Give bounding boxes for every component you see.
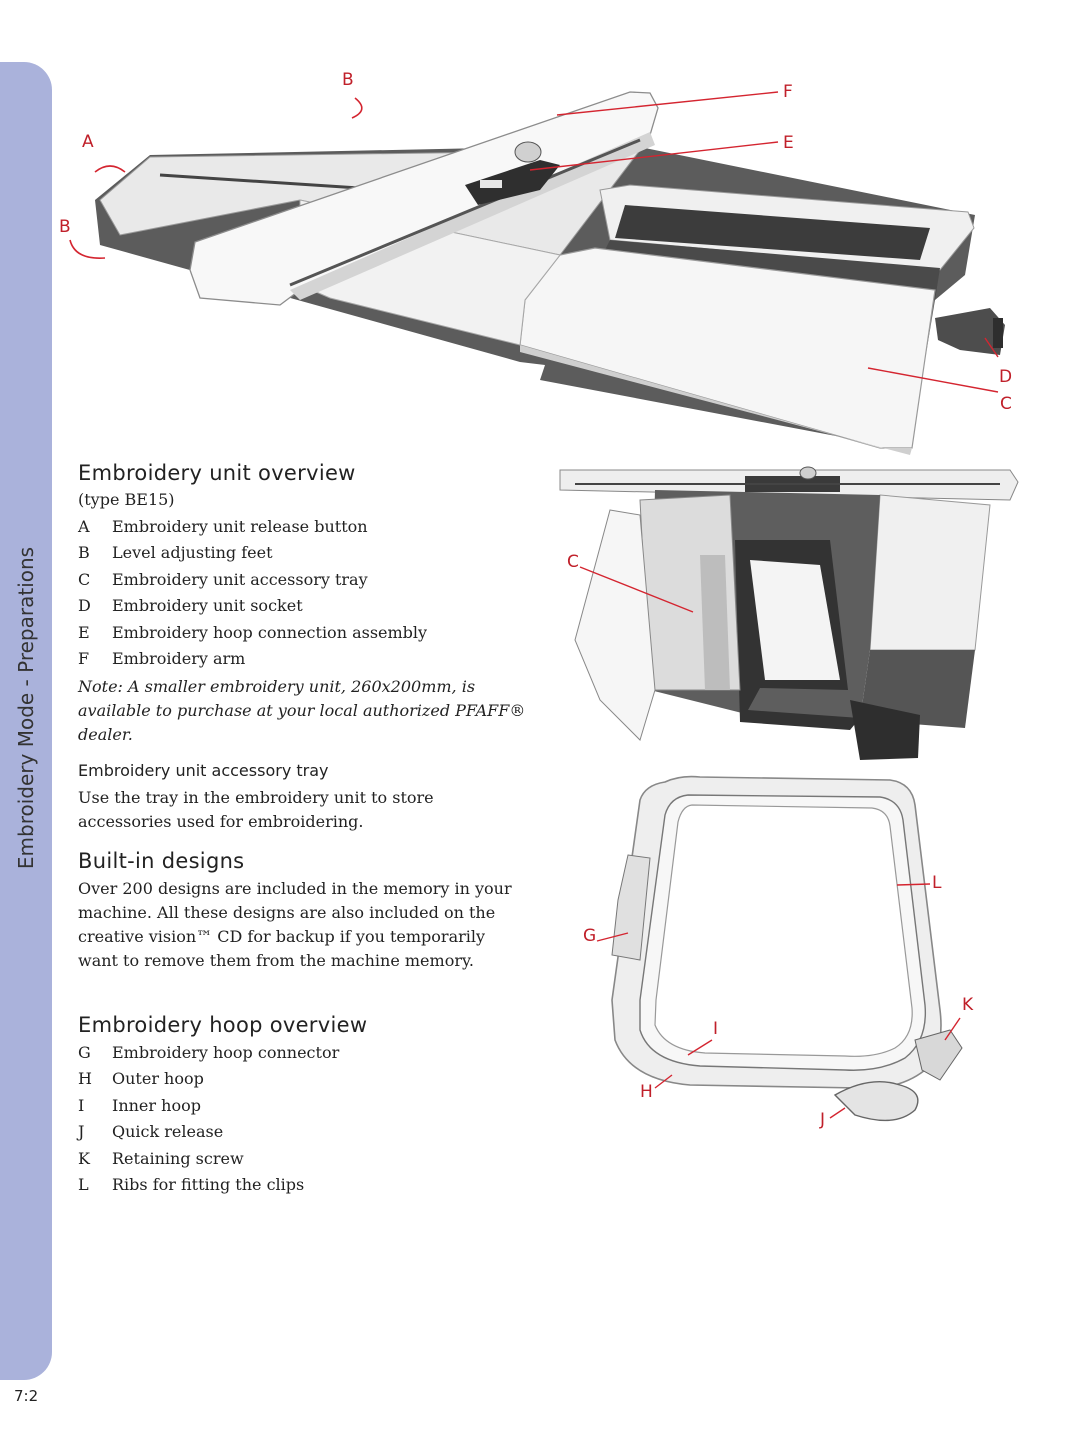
list-text: Embroidery hoop connector <box>112 1043 340 1062</box>
list-text: Embroidery hoop connection assembly <box>112 622 428 642</box>
accessory-tray-text: Use the tray in the embroidery unit to s… <box>78 788 434 831</box>
list-text: Level adjusting feet <box>112 543 273 563</box>
list-text: Embroidery unit release button <box>112 517 368 536</box>
hoop-overview-heading: Embroidery hoop overview <box>78 1013 368 1037</box>
list-text: Quick release <box>112 1122 224 1142</box>
callout-e: E <box>783 133 794 153</box>
callout-b-left: B <box>59 217 71 237</box>
list-text: Outer hoop <box>112 1069 204 1089</box>
list-item: B Level adjusting feet <box>78 540 427 566</box>
side-tab <box>0 62 52 1380</box>
callout-a: A <box>82 132 94 152</box>
built-in-text: Over 200 designs are included in the mem… <box>78 879 512 970</box>
list-letter: G <box>78 1043 91 1062</box>
unit-parts-list: A Embroidery unit release button B Level a… <box>78 514 427 672</box>
callout-f: F <box>783 82 793 102</box>
list-item: K Retaining screw <box>78 1146 339 1172</box>
list-item: D Embroidery unit socket <box>78 593 427 619</box>
embroidery-unit-illustration <box>69 91 1005 455</box>
callout-g: G <box>583 926 597 946</box>
callout-l: L <box>932 873 942 893</box>
list-item: G Embroidery hoop connector <box>78 1040 339 1066</box>
list-item: E Embroidery hoop connection assembly <box>78 620 427 646</box>
list-letter: F <box>78 649 90 669</box>
list-letter: D <box>78 596 91 616</box>
built-in-heading: Built-in designs <box>78 849 245 873</box>
list-text: Embroidery unit accessory tray <box>112 569 368 589</box>
unit-overview-heading: Embroidery unit overview <box>78 461 356 485</box>
list-item: F Embroidery arm <box>78 646 427 672</box>
callout-k: K <box>962 995 974 1015</box>
callout-d: D <box>999 367 1013 387</box>
list-letter: J <box>78 1122 85 1142</box>
hoop-parts-list: G Embroidery hoop connector H Outer hoop I… <box>78 1040 339 1198</box>
embroidery-hoop-illustration <box>596 775 963 1122</box>
list-text: Embroidery arm <box>112 649 246 669</box>
list-item: L Ribs for fitting the clips <box>78 1172 339 1198</box>
list-letter: K <box>78 1148 90 1168</box>
side-tab-label: Embroidery Mode - Preparations <box>14 546 38 870</box>
callout-j: J <box>820 1110 826 1130</box>
list-text: Embroidery unit socket <box>112 596 303 616</box>
list-letter: C <box>78 569 91 589</box>
list-text: Inner hoop <box>112 1095 201 1115</box>
callout-c: C <box>1000 394 1012 414</box>
list-letter: A <box>78 517 90 536</box>
accessory-tray-heading: Embroidery unit accessory tray <box>78 761 329 780</box>
accessory-tray-illustration <box>559 466 1019 760</box>
list-letter: E <box>78 622 90 642</box>
list-text: Ribs for fitting the clips <box>112 1175 305 1195</box>
list-item: H Outer hoop <box>78 1066 339 1092</box>
list-letter: B <box>78 543 90 563</box>
list-item: I Inner hoop <box>78 1093 339 1119</box>
list-item: A Embroidery unit release button <box>78 514 427 540</box>
callout-i: I <box>713 1019 719 1039</box>
callout-b-top: B <box>342 70 354 90</box>
list-item: J Quick release <box>78 1119 339 1145</box>
list-letter: L <box>78 1175 89 1195</box>
list-letter: H <box>78 1069 92 1089</box>
unit-type: (type BE15) <box>78 490 175 509</box>
list-text: Retaining screw <box>112 1148 244 1168</box>
callout-h: H <box>640 1082 653 1102</box>
list-letter: I <box>78 1095 85 1115</box>
page-number: 7:2 <box>14 1387 39 1405</box>
unit-note: Note: A smaller embroidery unit, 260x200… <box>78 677 526 744</box>
list-item: C Embroidery unit accessory tray <box>78 567 427 593</box>
callout-tray-c: C <box>567 552 579 572</box>
